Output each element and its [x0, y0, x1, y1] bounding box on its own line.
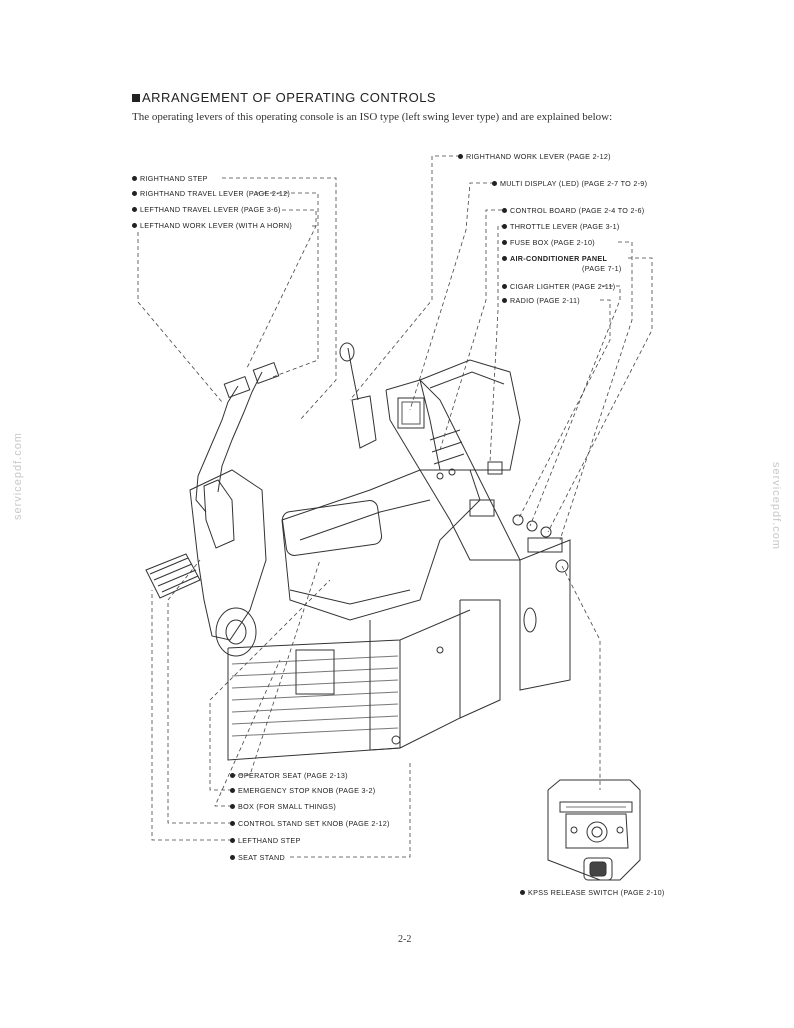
bullet-dot-icon	[230, 788, 235, 793]
label-cigar-lighter: CIGAR LIGHTER (PAGE 2-11)	[502, 282, 615, 291]
label-operator-seat: OPERATOR SEAT (PAGE 2-13)	[230, 771, 348, 780]
bullet-dot-icon	[132, 191, 137, 196]
label-righthand-work-lever: RIGHTHAND WORK LEVER (PAGE 2-12)	[458, 152, 611, 161]
label-emergency-stop-knob: EMERGENCY STOP KNOB (PAGE 3-2)	[230, 786, 375, 795]
bullet-square-icon	[132, 94, 140, 102]
section-heading: ARRANGEMENT OF OPERATING CONTROLS	[132, 90, 436, 105]
intro-paragraph: The operating levers of this operating c…	[132, 111, 613, 123]
label-lefthand-step: LEFTHAND STEP	[230, 836, 301, 845]
label-righthand-travel-lever: RIGHTHAND TRAVEL LEVER (PAGE 2-12)	[132, 189, 290, 198]
bullet-dot-icon	[502, 284, 507, 289]
bullet-dot-icon	[132, 207, 137, 212]
label-control-board: CONTROL BOARD (PAGE 2-4 TO 2-6)	[502, 206, 644, 215]
bullet-dot-icon	[502, 298, 507, 303]
label-lefthand-work-lever: LEFTHAND WORK LEVER (WITH A HORN)	[132, 221, 292, 230]
label-multi-display: MULTI DISPLAY (LED) (PAGE 2-7 TO 2-9)	[492, 179, 647, 188]
bullet-dot-icon	[132, 223, 137, 228]
bullet-dot-icon	[502, 240, 507, 245]
bullet-dot-icon	[502, 256, 507, 261]
bullet-dot-icon	[230, 821, 235, 826]
page-number: 2-2	[398, 934, 412, 945]
label-throttle-lever: THROTTLE LEVER (PAGE 3-1)	[502, 222, 620, 231]
label-air-conditioner-page: (PAGE 7-1)	[582, 264, 622, 273]
bullet-dot-icon	[230, 773, 235, 778]
label-box-small-things: BOX (FOR SMALL THINGS)	[230, 802, 336, 811]
bullet-dot-icon	[520, 890, 525, 895]
bullet-dot-icon	[230, 804, 235, 809]
bullet-dot-icon	[230, 838, 235, 843]
bullet-dot-icon	[132, 176, 137, 181]
label-air-conditioner-panel: AIR-CONDITIONER PANEL	[502, 254, 607, 263]
label-radio: RADIO (PAGE 2-11)	[502, 296, 580, 305]
label-seat-stand: SEAT STAND	[230, 853, 285, 862]
bullet-dot-icon	[502, 208, 507, 213]
bullet-dot-icon	[492, 181, 497, 186]
bullet-dot-icon	[502, 224, 507, 229]
label-lefthand-travel-lever: LEFTHAND TRAVEL LEVER (PAGE 3-6)	[132, 205, 281, 214]
label-control-stand-set-knob: CONTROL STAND SET KNOB (PAGE 2-12)	[230, 819, 390, 828]
bullet-dot-icon	[230, 855, 235, 860]
label-fuse-box: FUSE BOX (PAGE 2-10)	[502, 238, 595, 247]
bullet-dot-icon	[458, 154, 463, 159]
label-righthand-step: RIGHTHAND STEP	[132, 174, 208, 183]
label-kpss-release-switch: KPSS RELEASE SWITCH (PAGE 2-10)	[520, 888, 665, 897]
